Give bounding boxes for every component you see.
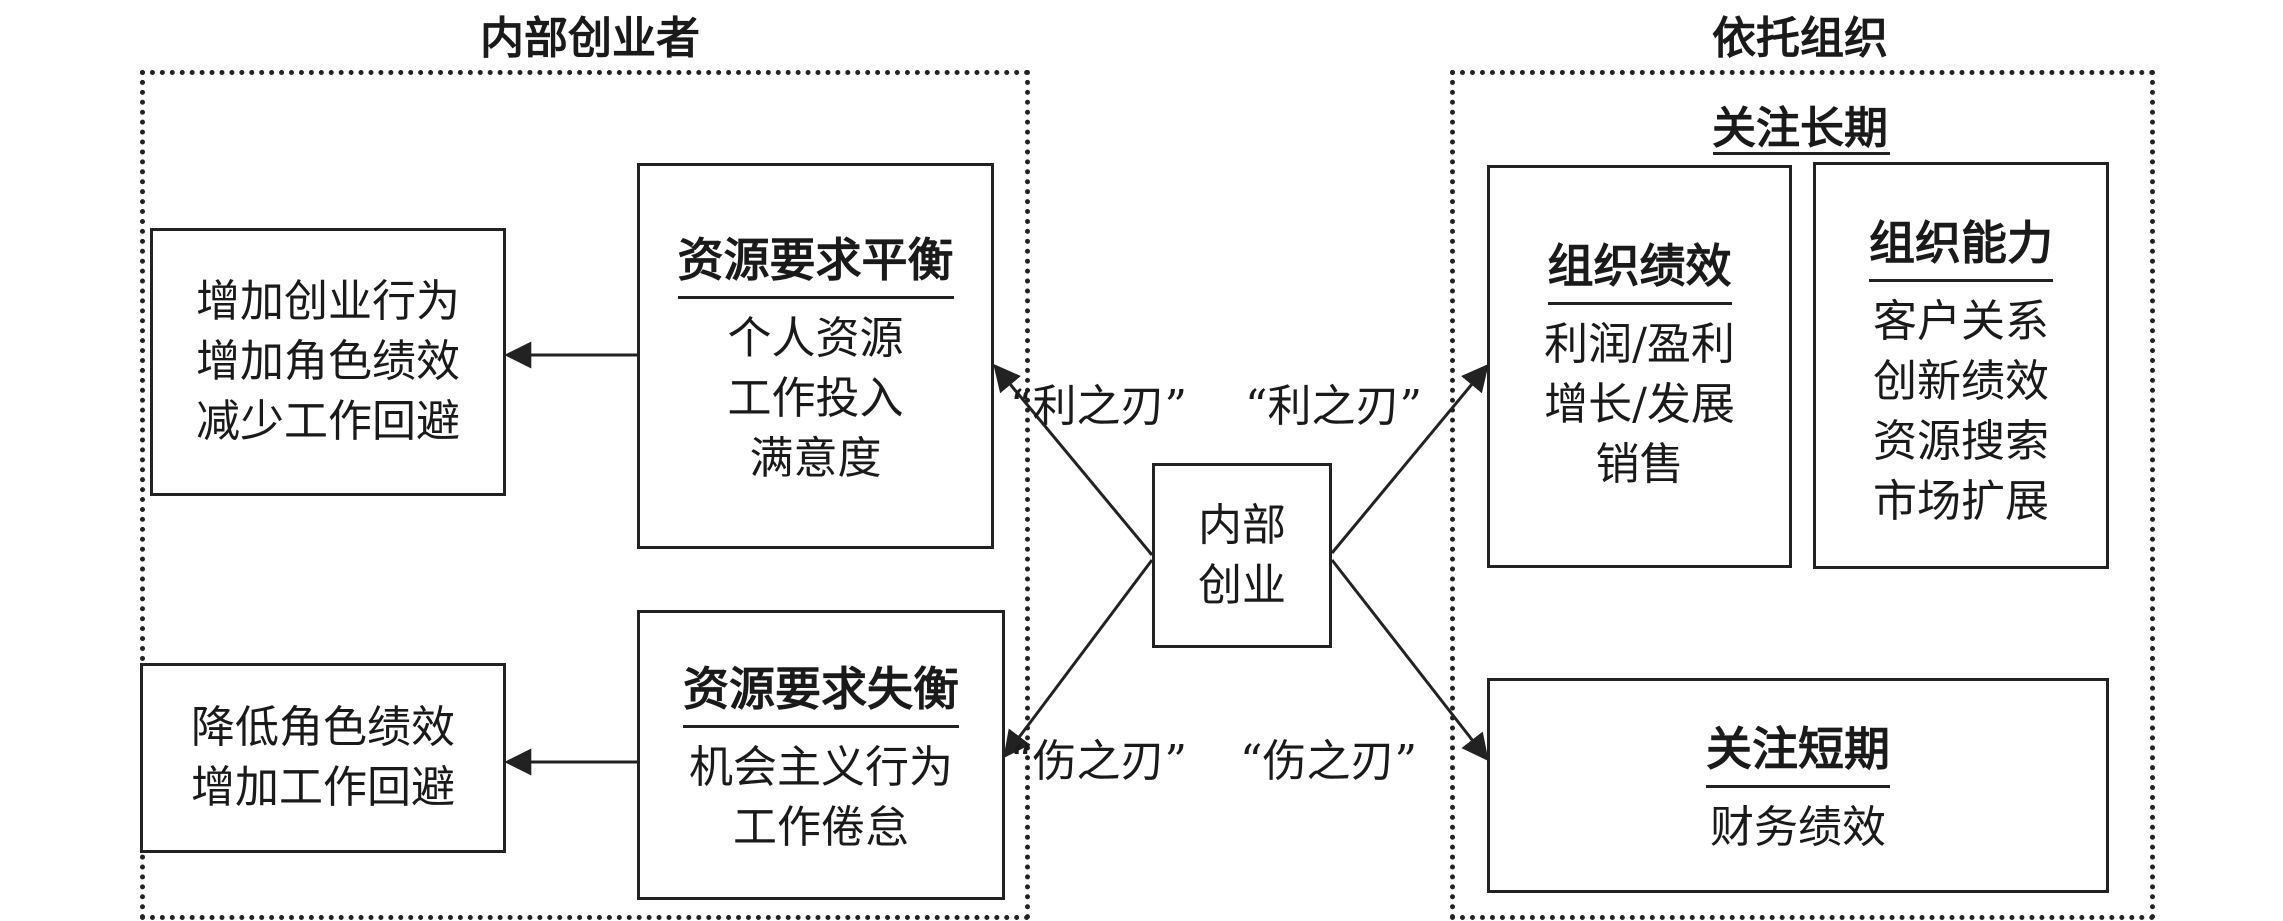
organization-group [1450, 70, 2155, 920]
org-capability-box: 组织能力 客户关系 创新绩效 资源搜索 市场扩展 [1813, 162, 2109, 569]
edge-label-benefit-right: “利之刃” [1245, 381, 1422, 432]
arrow-center-to-balance [993, 363, 1154, 556]
resource-imbalance-title: 资源要求失衡 [683, 653, 959, 728]
org-performance-title: 组织绩效 [1547, 230, 1732, 305]
org-performance-item-2: 增长/发展 [1544, 379, 1735, 430]
resource-balance-box: 资源要求平衡 个人资源 工作投入 满意度 [637, 163, 994, 549]
positive-outcome-3: 减少工作回避 [196, 396, 460, 447]
edge-label-harm-left: “伤之刃” [1010, 736, 1187, 787]
org-capability-item-4: 市场扩展 [1873, 476, 2049, 527]
long-term-underline [1713, 152, 1890, 155]
org-capability-title: 组织能力 [1869, 207, 2053, 282]
internal-entrepreneurship-box: 内部 创业 [1152, 463, 1332, 648]
short-term-title: 关注短期 [1706, 713, 1890, 788]
entrepreneur-group [140, 70, 1030, 920]
imbalance-item-1: 机会主义行为 [689, 741, 953, 793]
edge-label-benefit-left: “利之刃” [1010, 381, 1187, 432]
org-capability-item-1: 客户关系 [1873, 296, 2049, 347]
positive-outcomes-box: 增加创业行为 增加角色绩效 减少工作回避 [150, 228, 506, 496]
imbalance-item-2: 工作倦怠 [733, 801, 909, 853]
resource-imbalance-box: 资源要求失衡 机会主义行为 工作倦怠 [637, 610, 1005, 900]
balance-item-3: 满意度 [749, 432, 882, 484]
entrepreneur-group-title: 内部创业者 [480, 13, 700, 64]
short-term-box: 关注短期 财务绩效 [1487, 678, 2109, 893]
org-capability-item-2: 创新绩效 [1873, 356, 2049, 407]
long-term-title: 关注长期 [1712, 103, 1888, 154]
edge-label-harm-right: “伤之刃” [1240, 736, 1417, 787]
resource-balance-title: 资源要求平衡 [677, 224, 954, 299]
org-performance-item-1: 利润/盈利 [1544, 319, 1735, 370]
arrow-center-to-imbalance [1003, 559, 1154, 759]
balance-item-1: 个人资源 [727, 312, 904, 364]
positive-outcome-1: 增加创业行为 [196, 276, 460, 327]
center-line-1: 内部 [1198, 499, 1286, 551]
balance-item-2: 工作投入 [727, 372, 904, 424]
organization-group-title: 依托组织 [1712, 13, 1888, 64]
arrow-center-to-short-term [1330, 559, 1489, 762]
center-line-2: 创业 [1198, 559, 1286, 611]
org-performance-box: 组织绩效 利润/盈利 增长/发展 销售 [1487, 165, 1792, 568]
negative-outcome-1: 降低角色绩效 [191, 702, 455, 753]
org-capability-item-3: 资源搜索 [1873, 416, 2049, 467]
positive-outcome-2: 增加角色绩效 [196, 336, 460, 387]
short-term-item-1: 财务绩效 [1710, 802, 1886, 853]
org-performance-item-3: 销售 [1595, 439, 1684, 490]
negative-outcome-2: 增加工作回避 [191, 762, 455, 813]
arrow-center-to-performance [1330, 363, 1489, 554]
